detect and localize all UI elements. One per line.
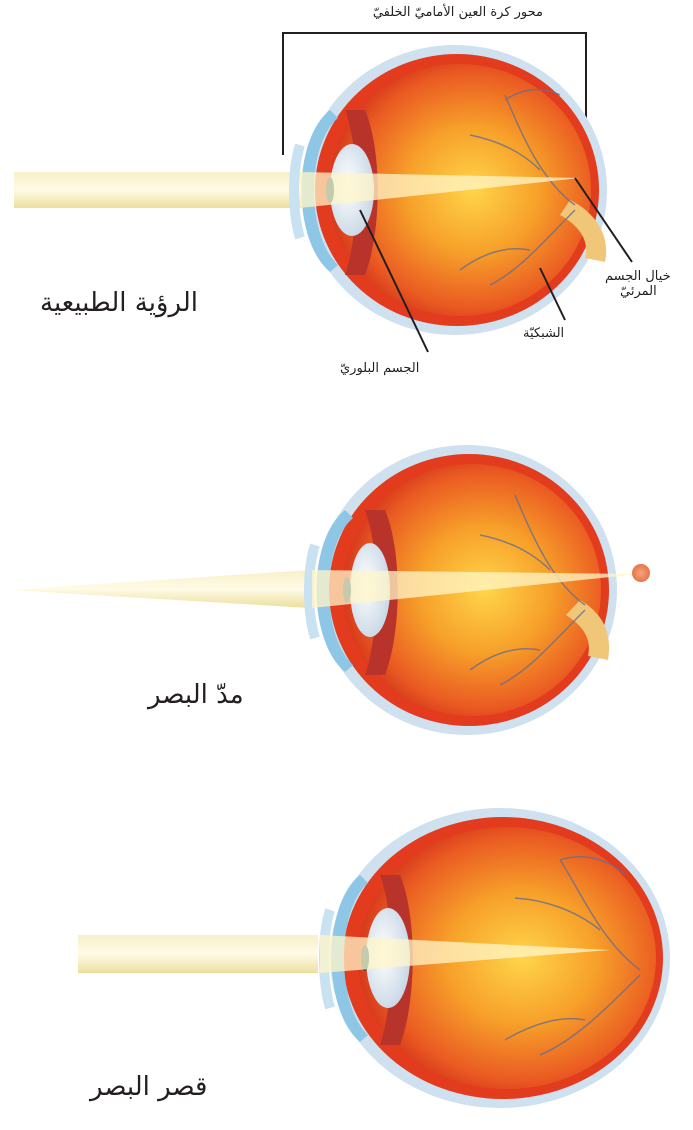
lens-label: الجسم البلوريّ <box>340 362 419 376</box>
focus-point <box>632 564 650 582</box>
eyeball <box>320 808 670 1108</box>
eye-diagram-farsighted <box>0 430 693 760</box>
light-beam <box>14 172 304 208</box>
case-title-farsighted: مدّ البصر <box>148 680 244 710</box>
eyeball <box>309 445 640 735</box>
case-title-normal: الرؤية الطبيعية <box>40 288 198 318</box>
panel-farsightedness: مدّ البصر <box>0 430 693 760</box>
axis-label: محور كرة العين الأماميّ الخلفيّ <box>373 6 543 20</box>
eye-diagram-normal <box>0 0 693 390</box>
image-label-line1: خيال الجسم <box>605 270 671 284</box>
panel-normal-vision: محور كرة العين الأماميّ الخلفيّ الرؤية ا… <box>0 0 693 390</box>
image-label-line2: المرئيّ <box>620 285 657 299</box>
retina-label: الشبكيّة <box>523 327 564 341</box>
light-beam <box>10 570 310 608</box>
eyeball <box>294 45 607 335</box>
case-title-nearsighted: قصر البصر <box>90 1072 207 1102</box>
light-beam <box>78 935 318 973</box>
panel-nearsightedness: قصر البصر <box>0 790 693 1130</box>
